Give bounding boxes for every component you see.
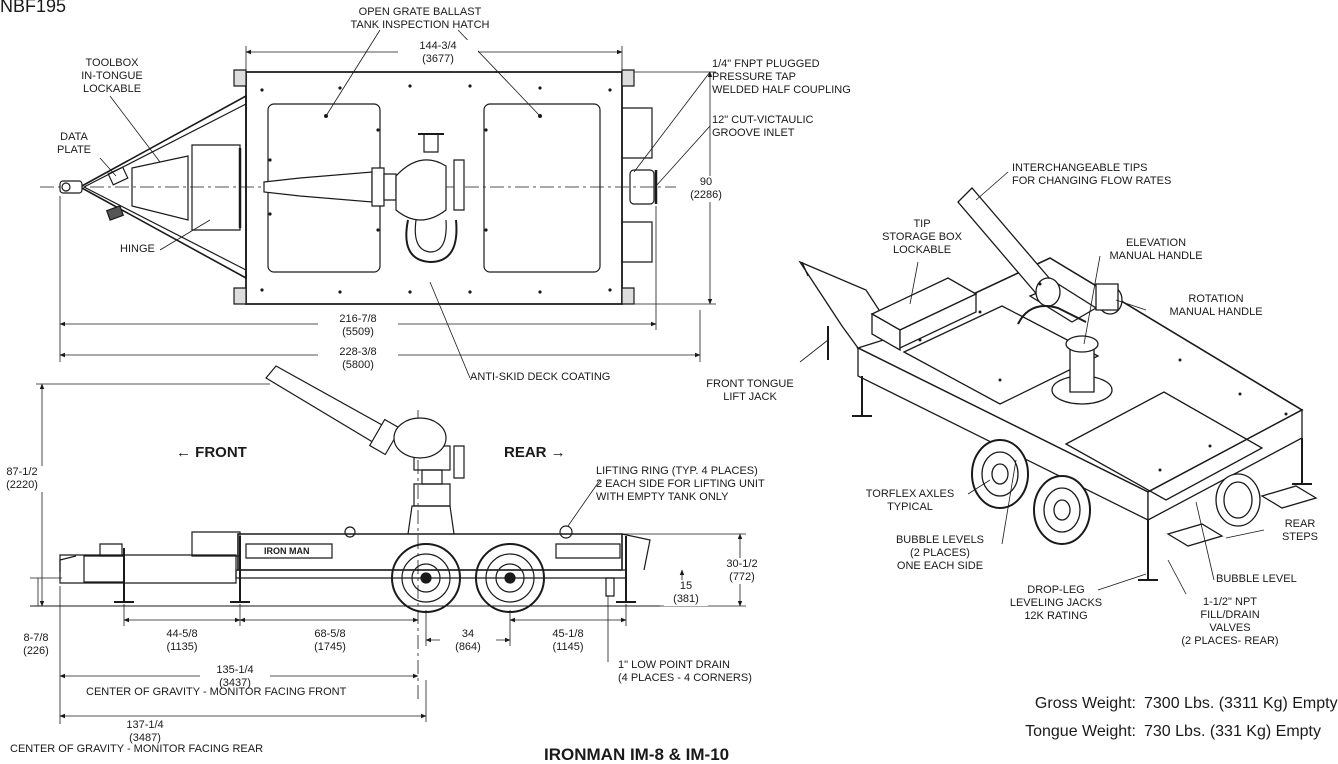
wheel-rear (476, 544, 544, 612)
label-tip-box: TIP STORAGE BOX LOCKABLE (882, 218, 962, 256)
coupler (60, 181, 82, 193)
label-tips: INTERCHANGEABLE TIPS FOR CHANGING FLOW R… (1012, 162, 1172, 187)
label-elevation: ELEVATION MANUAL HANDLE (1109, 237, 1203, 262)
label-rotation: ROTATION MANUAL HANDLE (1169, 293, 1263, 318)
dim-cg-front: 135-1/4 (3437) (200, 664, 270, 690)
label-bubble-level: BUBBLE LEVEL (1216, 573, 1297, 585)
brand-mark-side: IRON MAN (264, 546, 310, 556)
dim-a: 44-5/8 (1135) (150, 628, 214, 654)
iso-wheel-front (972, 440, 1028, 508)
dim-top-width: 144-3/4 (3677) (398, 40, 478, 66)
hatch-right (484, 104, 600, 272)
side-nozzle (266, 366, 384, 444)
label-front-jack: FRONT TONGUE LIFT JACK (706, 378, 794, 403)
label-npt-valves: 1-1/2" NPT FILL/DRAIN VALVES (2 PLACES- … (1181, 596, 1279, 647)
label-low-point-drain: 1" LOW POINT DRAIN (4 PLACES - 4 CORNERS… (618, 659, 752, 684)
label-inlet: 12" CUT-VICTAULIC GROOVE INLET (712, 114, 814, 139)
model-code: NBF195 (0, 0, 67, 16)
label-hinge: HINGE (120, 243, 155, 255)
side-dimensions (30, 383, 746, 724)
dim-ground-clearance: 8-7/8 (226) (14, 632, 58, 658)
label-data-plate: DATA PLATE (56, 131, 92, 156)
dim-d: 45-1/8 (1145) (536, 628, 600, 654)
tongue-weight-value: 730 Lbs. (331 Kg) Empty (1144, 723, 1321, 740)
main-deck (246, 72, 622, 304)
label-bubble-levels: BUBBLE LEVELS (2 PLACES) ONE EACH SIDE (895, 534, 985, 572)
gross-weight-label: Gross Weight: (1034, 695, 1136, 712)
label-pressure-tap: 1/4" FNPT PLUGGED PRESSURE TAP WELDED HA… (712, 58, 851, 96)
dim-top-height: 90 (2286) (676, 176, 736, 202)
monitor-nozzle (264, 172, 372, 202)
toolbox (132, 156, 188, 220)
label-drop-leg: DROP-LEG LEVELING JACKS 12K RATING (1009, 584, 1103, 622)
top-view (40, 70, 700, 304)
label-anti-skid: ANTI-SKID DECK COATING (470, 371, 611, 383)
label-rear-steps: REAR STEPS (1281, 518, 1319, 543)
label-front: ← FRONT (176, 444, 247, 461)
dim-frame-height: 15 (381) (664, 580, 708, 606)
dim-side-height: 87-1/2 (2220) (0, 466, 44, 492)
label-cg-rear: CENTER OF GRAVITY - MONITOR FACING REAR (10, 743, 264, 755)
gross-weight-value: 7300 Lbs. (3311 Kg) Empty (1144, 695, 1338, 712)
label-rear: REAR → (504, 444, 566, 461)
dim-overall-length: 228-3/8 (5800) (318, 346, 398, 372)
dim-b: 68-5/8 (1745) (298, 628, 362, 654)
data-plate (108, 167, 128, 185)
label-toolbox: TOOLBOX IN-TONGUE LOCKABLE (81, 57, 143, 95)
label-cg-front: CENTER OF GRAVITY - MONITOR FACING FRONT (86, 686, 347, 698)
dim-frame-length: 216-7/8 (5509) (318, 313, 398, 339)
footer-title: IRONMAN IM-8 & IM-10 (544, 745, 730, 764)
wheel-front (392, 544, 460, 612)
dim-deck-height: 30-1/2 (772) (718, 558, 766, 584)
label-open-grate: OPEN GRATE BALLAST TANK INSPECTION HATCH (350, 6, 490, 31)
dim-c: 34 (864) (440, 628, 496, 654)
iso-wheel-rear (1034, 476, 1090, 544)
label-lifting-ring: LIFTING RING (TYP. 4 PLACES) 2 EACH SIDE… (596, 465, 765, 503)
dim-cg-rear: 137-1/4 (3487) (110, 719, 180, 745)
label-torflex: TORFLEX AXLES TYPICAL (865, 488, 955, 513)
inlet (630, 170, 654, 204)
tongue-weight-label: Tongue Weight: (1025, 723, 1136, 740)
iso-view (800, 172, 1316, 594)
